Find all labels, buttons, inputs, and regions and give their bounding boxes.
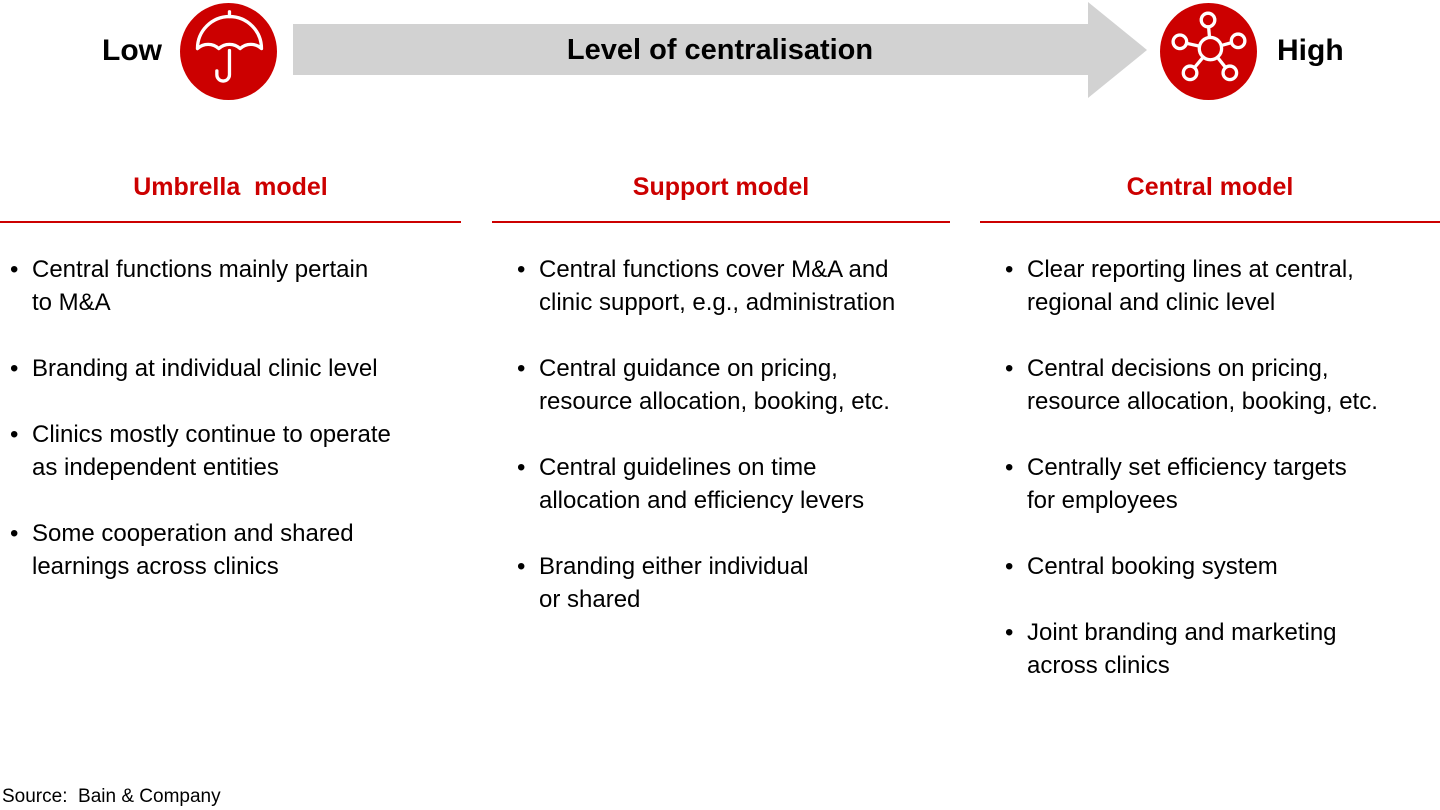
bullet-text: Clear reporting lines at central, region… bbox=[1027, 256, 1354, 316]
column-support-model: Support model • Central functions cover M… bbox=[492, 172, 950, 649]
bullet-marker: • bbox=[517, 256, 526, 283]
bullet-text: Central guidance on pricing, resource al… bbox=[539, 355, 890, 415]
bullet-text: Branding either individual or shared bbox=[539, 553, 809, 613]
bullet-marker: • bbox=[517, 454, 526, 481]
bullet-text: Central functions cover M&A and clinic s… bbox=[539, 256, 896, 316]
column-title: Umbrella model bbox=[133, 173, 328, 201]
bullet-marker: • bbox=[1005, 553, 1014, 580]
column-central-model: Central model • Clear reporting lines at … bbox=[980, 172, 1440, 715]
list-item: • Branding at individual clinic level bbox=[10, 352, 461, 385]
hub-badge bbox=[1160, 3, 1257, 100]
bullet-text: Central decisions on pricing, resource a… bbox=[1027, 355, 1378, 415]
bullet-marker: • bbox=[10, 355, 19, 382]
high-label: High bbox=[1277, 34, 1344, 67]
list-item: • Central booking system bbox=[1005, 550, 1440, 583]
source-note: Source: Bain & Company bbox=[2, 786, 221, 807]
column-umbrella-model: Umbrella model • Central functions mainly… bbox=[0, 172, 461, 616]
column-title: Central model bbox=[1126, 173, 1294, 201]
bullet-marker: • bbox=[10, 520, 19, 547]
list-item: • Joint branding and marketing across cli… bbox=[1005, 616, 1440, 682]
list-item: • Branding either individual or shared bbox=[517, 550, 950, 616]
bullet-marker: • bbox=[10, 256, 19, 283]
low-label: Low bbox=[102, 34, 162, 67]
list-item: • Central guidelines on time allocation a… bbox=[517, 451, 950, 517]
column-title-underline bbox=[492, 221, 950, 223]
column-title: Support model bbox=[632, 173, 810, 201]
centralisation-arrow-shaft bbox=[293, 24, 1088, 75]
bullet-list: • Central functions cover M&A and clinic … bbox=[492, 253, 950, 616]
bullet-marker: • bbox=[517, 355, 526, 382]
bullet-marker: • bbox=[517, 553, 526, 580]
bullet-text: Branding at individual clinic level bbox=[32, 355, 378, 382]
bullet-text: Some cooperation and shared learnings ac… bbox=[32, 520, 354, 580]
list-item: • Central functions cover M&A and clinic … bbox=[517, 253, 950, 319]
umbrella-badge bbox=[180, 3, 277, 100]
list-item: • Clinics mostly continue to operate as i… bbox=[10, 418, 461, 484]
bullet-text: Joint branding and marketing across clin… bbox=[1027, 619, 1337, 679]
column-title-underline bbox=[980, 221, 1440, 223]
umbrella-icon bbox=[180, 3, 277, 100]
bullet-text: Clinics mostly continue to operate as in… bbox=[32, 421, 391, 481]
bullet-marker: • bbox=[1005, 454, 1014, 481]
bullet-text: Central booking system bbox=[1027, 553, 1278, 580]
list-item: • Central decisions on pricing, resource … bbox=[1005, 352, 1440, 418]
bullet-text: Centrally set efficiency targets for emp… bbox=[1027, 454, 1347, 514]
bullet-marker: • bbox=[1005, 619, 1014, 646]
list-item: • Central functions mainly pertain to M&A bbox=[10, 253, 461, 319]
list-item: • Centrally set efficiency targets for em… bbox=[1005, 451, 1440, 517]
bullet-marker: • bbox=[10, 421, 19, 448]
bullet-marker: • bbox=[1005, 256, 1014, 283]
centralisation-arrow-head bbox=[1088, 0, 1148, 100]
bullet-list: • Clear reporting lines at central, regio… bbox=[980, 253, 1440, 682]
list-item: • Central guidance on pricing, resource a… bbox=[517, 352, 950, 418]
hub-network-icon bbox=[1160, 3, 1257, 100]
bullet-list: • Central functions mainly pertain to M&A… bbox=[0, 253, 461, 583]
bullet-text: Central guidelines on time allocation an… bbox=[539, 454, 865, 514]
bullet-text: Central functions mainly pertain to M&A bbox=[32, 256, 369, 316]
bullet-marker: • bbox=[1005, 355, 1014, 382]
list-item: • Some cooperation and shared learnings a… bbox=[10, 517, 461, 583]
list-item: • Clear reporting lines at central, regio… bbox=[1005, 253, 1440, 319]
column-title-underline bbox=[0, 221, 461, 223]
arrow-title: Level of centralisation bbox=[566, 34, 874, 66]
